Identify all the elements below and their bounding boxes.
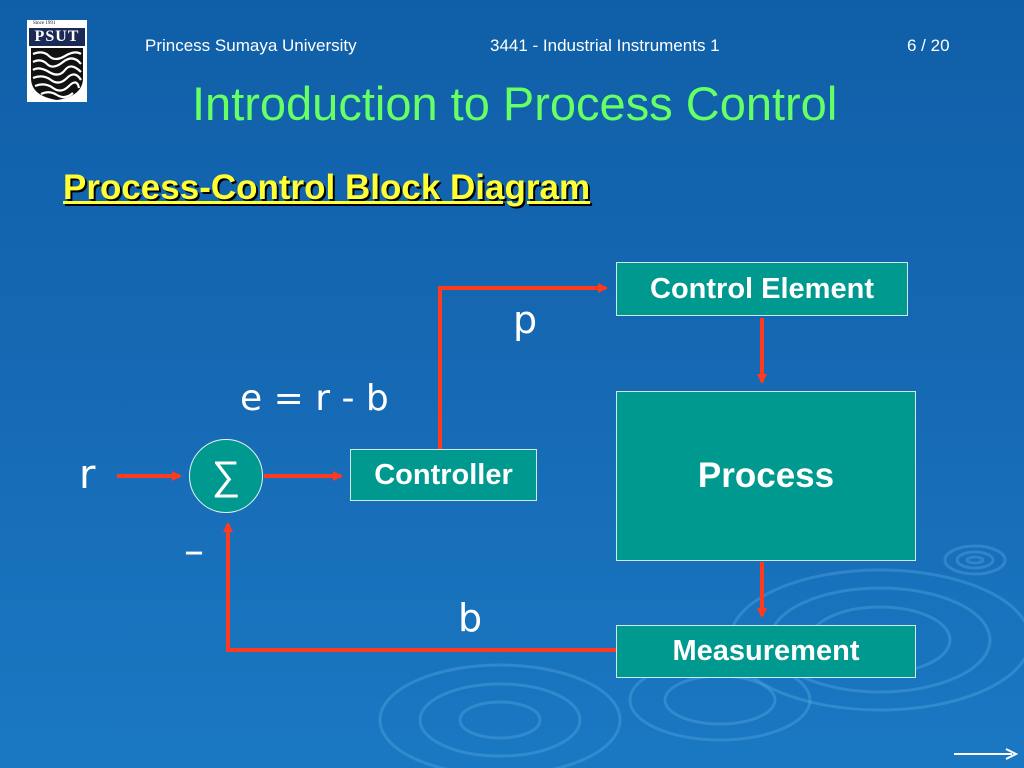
- label-controller-output: p: [513, 298, 538, 342]
- header-page-number: 6 / 20: [907, 36, 950, 55]
- header-university: Princess Sumaya University: [145, 36, 357, 55]
- header-course: 3441 - Industrial Instruments 1: [490, 36, 720, 55]
- logo-mark-text: PSUT: [29, 28, 85, 46]
- slide-subtitle: Process-Control Block Diagram: [63, 168, 591, 207]
- controller-block: Controller: [350, 449, 537, 501]
- label-error: e = r - b: [240, 378, 389, 419]
- process-block: Process: [616, 391, 916, 561]
- label-setpoint: r: [79, 452, 96, 498]
- slide-title: Introduction to Process Control: [192, 77, 838, 130]
- label-feedback: b: [458, 596, 483, 640]
- logo-since-text: Since 1991: [33, 21, 56, 26]
- right-arrow-icon[interactable]: [954, 748, 1018, 760]
- arrow-controller-to-control-element: [438, 283, 608, 449]
- summing-junction: ∑: [189, 439, 263, 513]
- control-element-block: Control Element: [616, 262, 908, 316]
- university-logo: Since 1991 PSUT: [27, 20, 87, 102]
- label-negative-sign: –: [184, 528, 204, 574]
- arrow-feedback-to-sum: [223, 522, 616, 652]
- measurement-block: Measurement: [616, 625, 916, 678]
- maze-logo-icon: [31, 48, 83, 100]
